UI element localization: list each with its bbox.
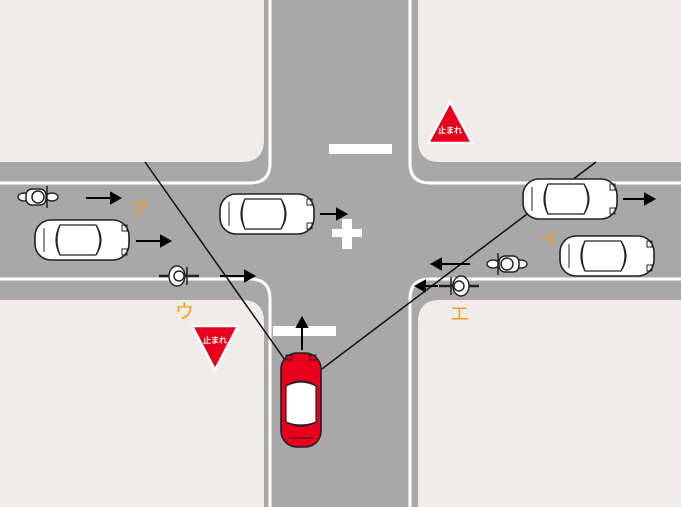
white-car-left <box>34 219 130 261</box>
arrow-icon <box>86 191 123 205</box>
red-car-own-vehicle <box>280 352 322 448</box>
arrow-icon <box>413 279 438 293</box>
label-a: ア <box>130 199 149 221</box>
stop-sign-bottom-left: 止まれ <box>189 324 241 373</box>
label-i: イ <box>540 228 559 250</box>
arrow-icon <box>320 207 349 221</box>
svg-text:止まれ: 止まれ <box>438 125 462 135</box>
white-car-right-bottom <box>559 235 655 277</box>
white-car-intersection <box>219 193 315 235</box>
arrow-icon <box>623 192 657 206</box>
arrow-icon <box>295 315 309 350</box>
arrow-icon <box>136 234 173 248</box>
arrow-icon <box>220 269 257 283</box>
svg-text:止まれ: 止まれ <box>203 335 227 345</box>
road-markings <box>273 144 392 336</box>
stop-sign-top-right: 止まれ <box>425 99 475 145</box>
label-u: ウ <box>175 301 194 323</box>
label-e: エ <box>450 303 469 325</box>
arrow-icon <box>429 257 470 271</box>
white-car-right-top <box>522 178 618 220</box>
